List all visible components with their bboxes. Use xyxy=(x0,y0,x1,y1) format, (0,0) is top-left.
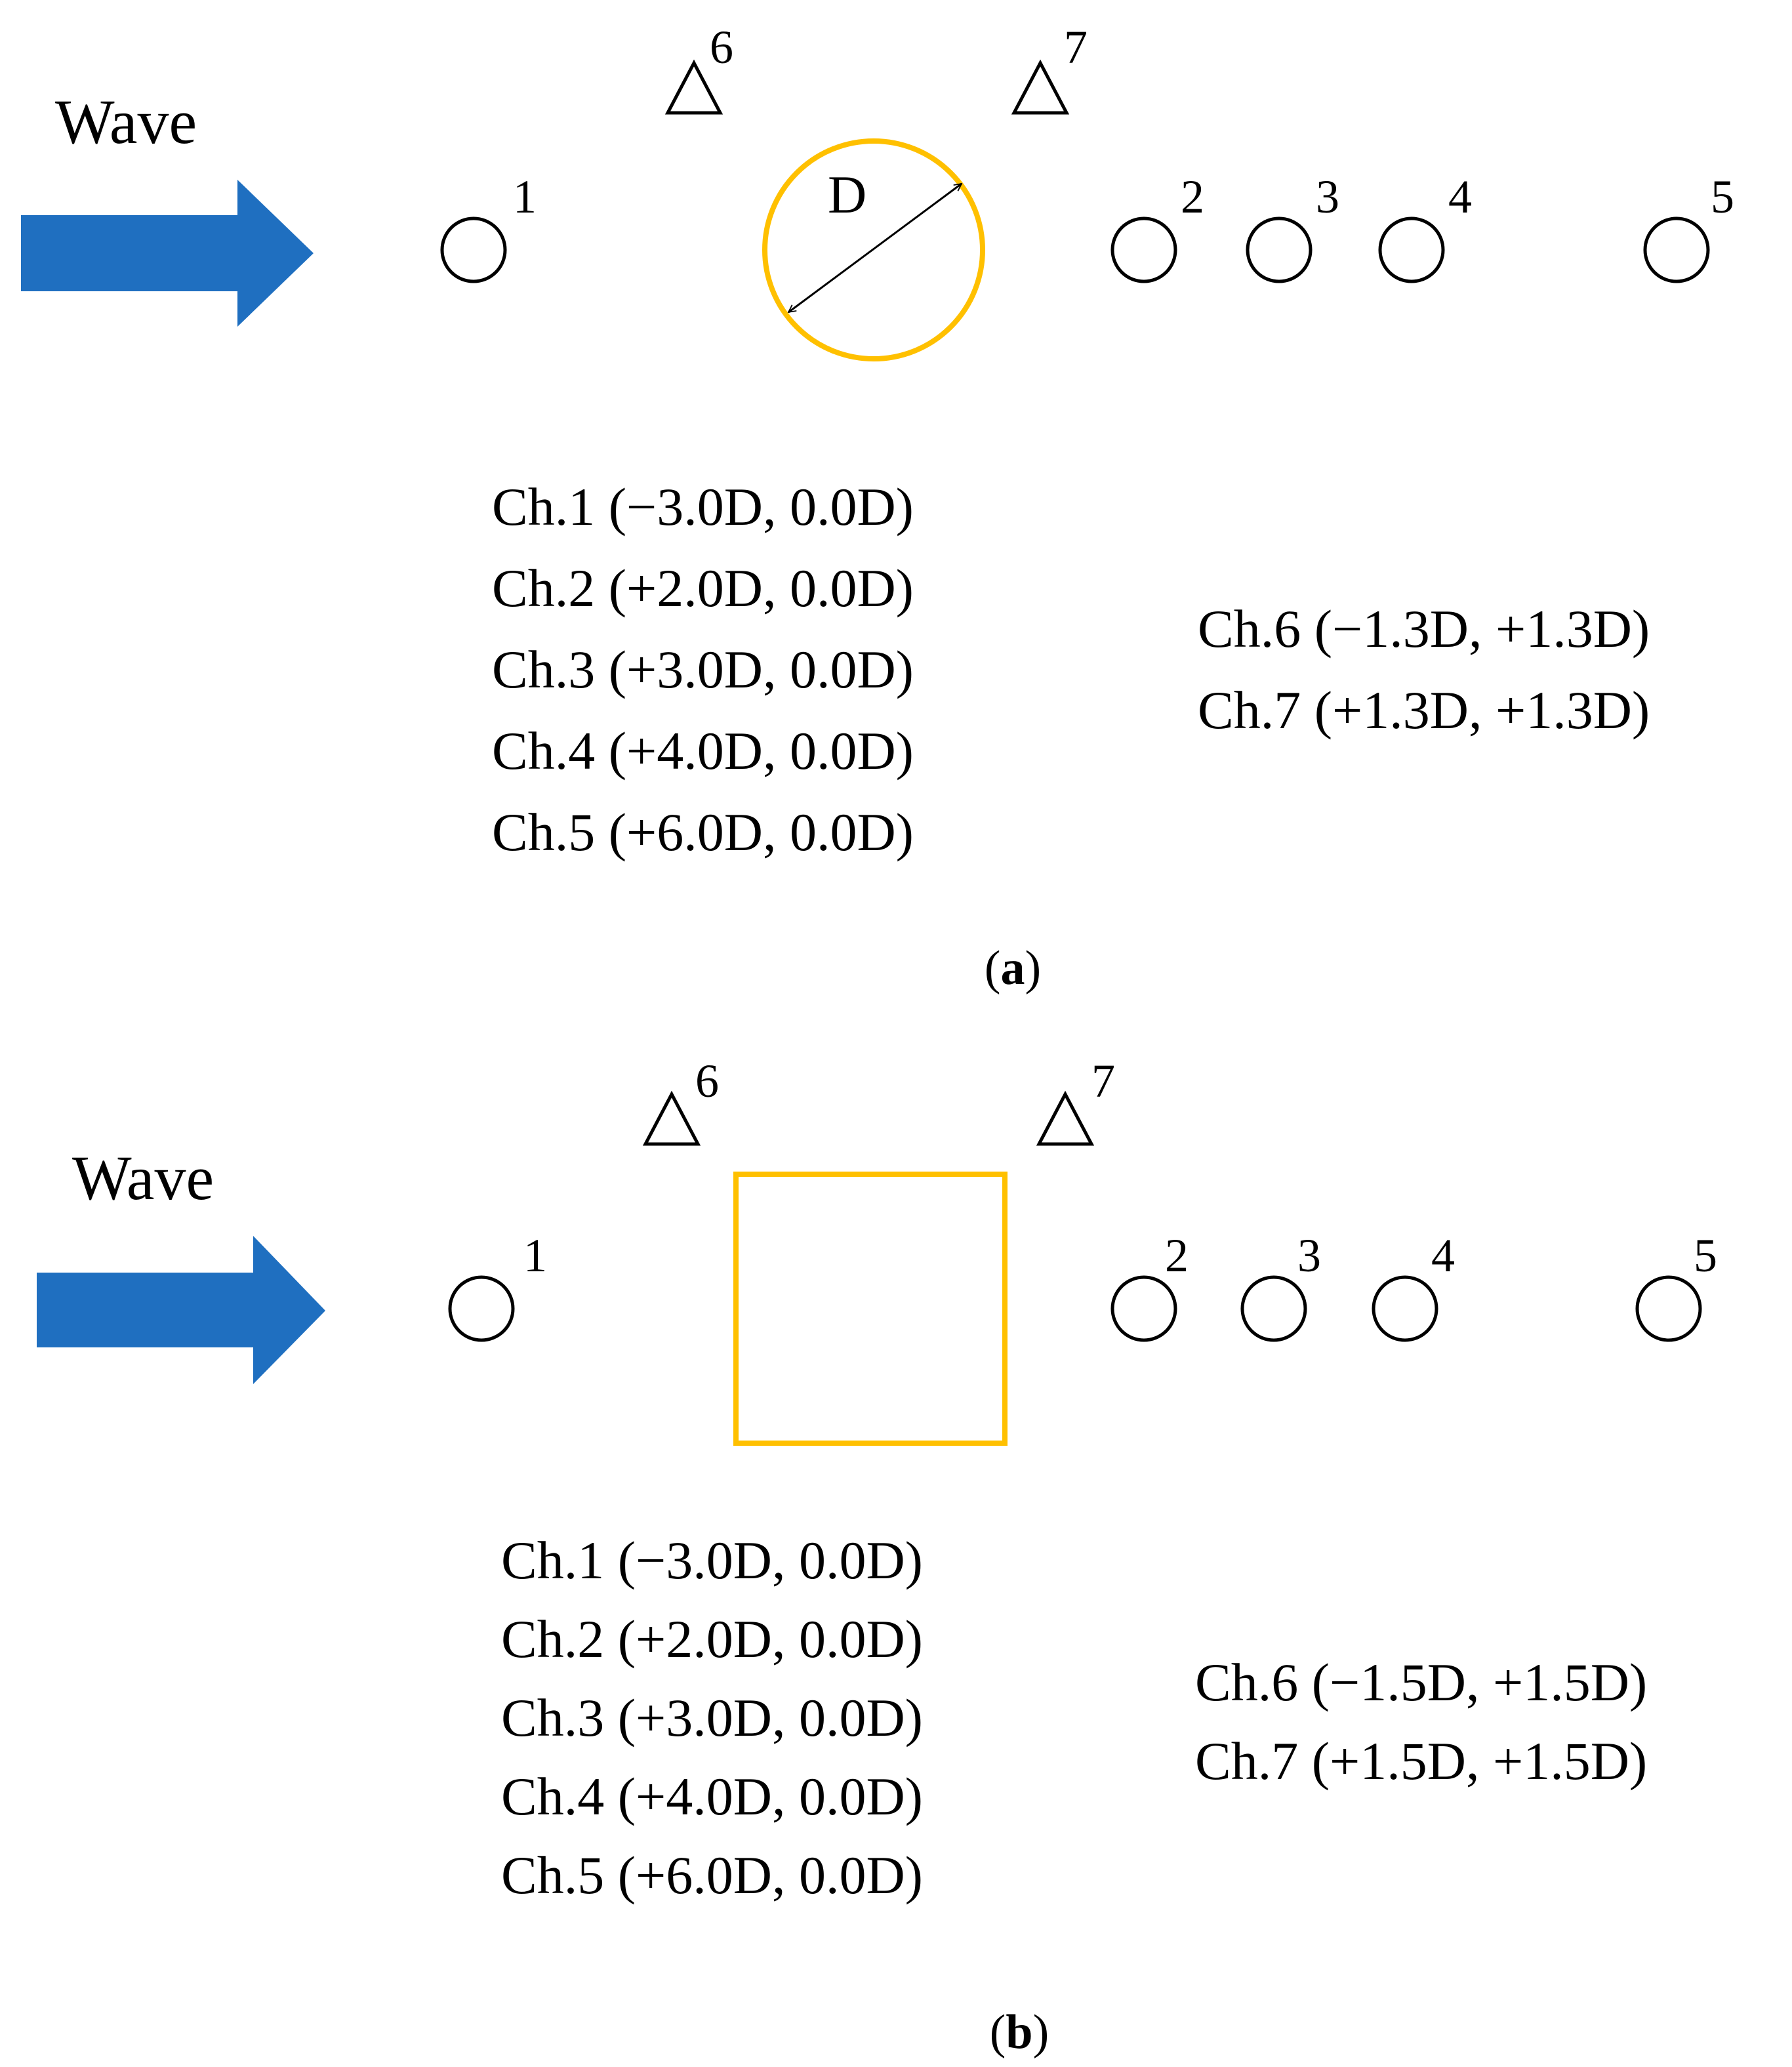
coord-ch7: Ch.7 (+1.3D, +1.3D) xyxy=(1198,680,1650,740)
wave-gauge-2-icon xyxy=(1110,1275,1177,1342)
panel-a: Wave 1 2 3 4 5 6 7 D Ch.1 (−3.0D, 0.0D) … xyxy=(21,21,1734,995)
gauge-number-2: 2 xyxy=(1165,1229,1189,1282)
gauge-number-6: 6 xyxy=(695,1055,719,1107)
wave-direction-arrow xyxy=(37,1236,325,1384)
coord-ch3: Ch.3 (+3.0D, 0.0D) xyxy=(501,1688,923,1748)
coord-ch3: Ch.3 (+3.0D, 0.0D) xyxy=(492,640,914,699)
panel-caption-b: (b) xyxy=(990,2005,1049,2059)
gauge-number-3: 3 xyxy=(1297,1229,1321,1282)
coord-ch2: Ch.2 (+2.0D, 0.0D) xyxy=(501,1609,923,1669)
coordinate-list-right: Ch.6 (−1.3D, +1.3D) Ch.7 (+1.3D, +1.3D) xyxy=(1198,599,1650,740)
wave-label: Wave xyxy=(55,87,197,157)
wave-gauge-4-icon xyxy=(1372,1275,1438,1342)
pressure-gauge-6-icon xyxy=(664,59,723,115)
gauge-number-1: 1 xyxy=(513,171,537,223)
wave-gauge-3-icon xyxy=(1246,216,1313,283)
diameter-label: D xyxy=(828,165,866,224)
pressure-gauge-7-icon xyxy=(1036,1090,1095,1146)
square-cylinder xyxy=(733,1172,1008,1446)
gauge-number-1: 1 xyxy=(523,1229,547,1282)
wave-gauge-5-icon xyxy=(1635,1275,1702,1342)
coord-ch5: Ch.5 (+6.0D, 0.0D) xyxy=(492,802,914,862)
gauge-number-4: 4 xyxy=(1431,1229,1455,1282)
coord-ch4: Ch.4 (+4.0D, 0.0D) xyxy=(492,721,914,781)
panel-caption-a: (a) xyxy=(985,941,1041,995)
gauge-number-2: 2 xyxy=(1181,171,1204,223)
gauge-number-7: 7 xyxy=(1064,21,1088,73)
coord-ch7: Ch.7 (+1.5D, +1.5D) xyxy=(1195,1731,1647,1791)
gauge-number-4: 4 xyxy=(1448,171,1472,223)
coord-ch6: Ch.6 (−1.3D, +1.3D) xyxy=(1198,599,1650,659)
wave-gauge-5-icon xyxy=(1643,216,1710,283)
coord-ch1: Ch.1 (−3.0D, 0.0D) xyxy=(501,1530,923,1590)
gauge-number-5: 5 xyxy=(1694,1229,1717,1282)
coordinate-list-left: Ch.1 (−3.0D, 0.0D) Ch.2 (+2.0D, 0.0D) Ch… xyxy=(501,1530,923,1905)
wave-label: Wave xyxy=(72,1143,214,1213)
circular-cylinder xyxy=(762,138,985,361)
wave-gauge-2-icon xyxy=(1110,216,1177,283)
pressure-gauge-6-icon xyxy=(642,1090,701,1146)
pressure-gauge-7-icon xyxy=(1011,59,1070,115)
coord-ch5: Ch.5 (+6.0D, 0.0D) xyxy=(501,1845,923,1905)
coord-ch1: Ch.1 (−3.0D, 0.0D) xyxy=(492,477,914,537)
coord-ch2: Ch.2 (+2.0D, 0.0D) xyxy=(492,558,914,618)
coordinate-list-right: Ch.6 (−1.5D, +1.5D) Ch.7 (+1.5D, +1.5D) xyxy=(1195,1652,1647,1791)
coordinate-list-left: Ch.1 (−3.0D, 0.0D) Ch.2 (+2.0D, 0.0D) Ch… xyxy=(492,477,914,862)
wave-gauge-1-icon xyxy=(440,216,507,283)
panel-b: Wave 1 2 3 4 5 6 7 Ch.1 (−3.0D, 0.0D) Ch… xyxy=(37,1055,1717,2059)
wave-gauge-3-icon xyxy=(1240,1275,1307,1342)
wave-gauge-1-icon xyxy=(448,1275,515,1342)
wave-gauge-4-icon xyxy=(1378,216,1445,283)
wave-direction-arrow xyxy=(21,180,314,327)
coord-ch4: Ch.4 (+4.0D, 0.0D) xyxy=(501,1767,923,1826)
gauge-number-6: 6 xyxy=(710,21,733,73)
gauge-number-7: 7 xyxy=(1091,1055,1115,1107)
gauge-number-5: 5 xyxy=(1711,171,1734,223)
diameter-dimension-arrow xyxy=(788,182,962,314)
coord-ch6: Ch.6 (−1.5D, +1.5D) xyxy=(1195,1652,1647,1712)
gauge-number-3: 3 xyxy=(1316,171,1339,223)
